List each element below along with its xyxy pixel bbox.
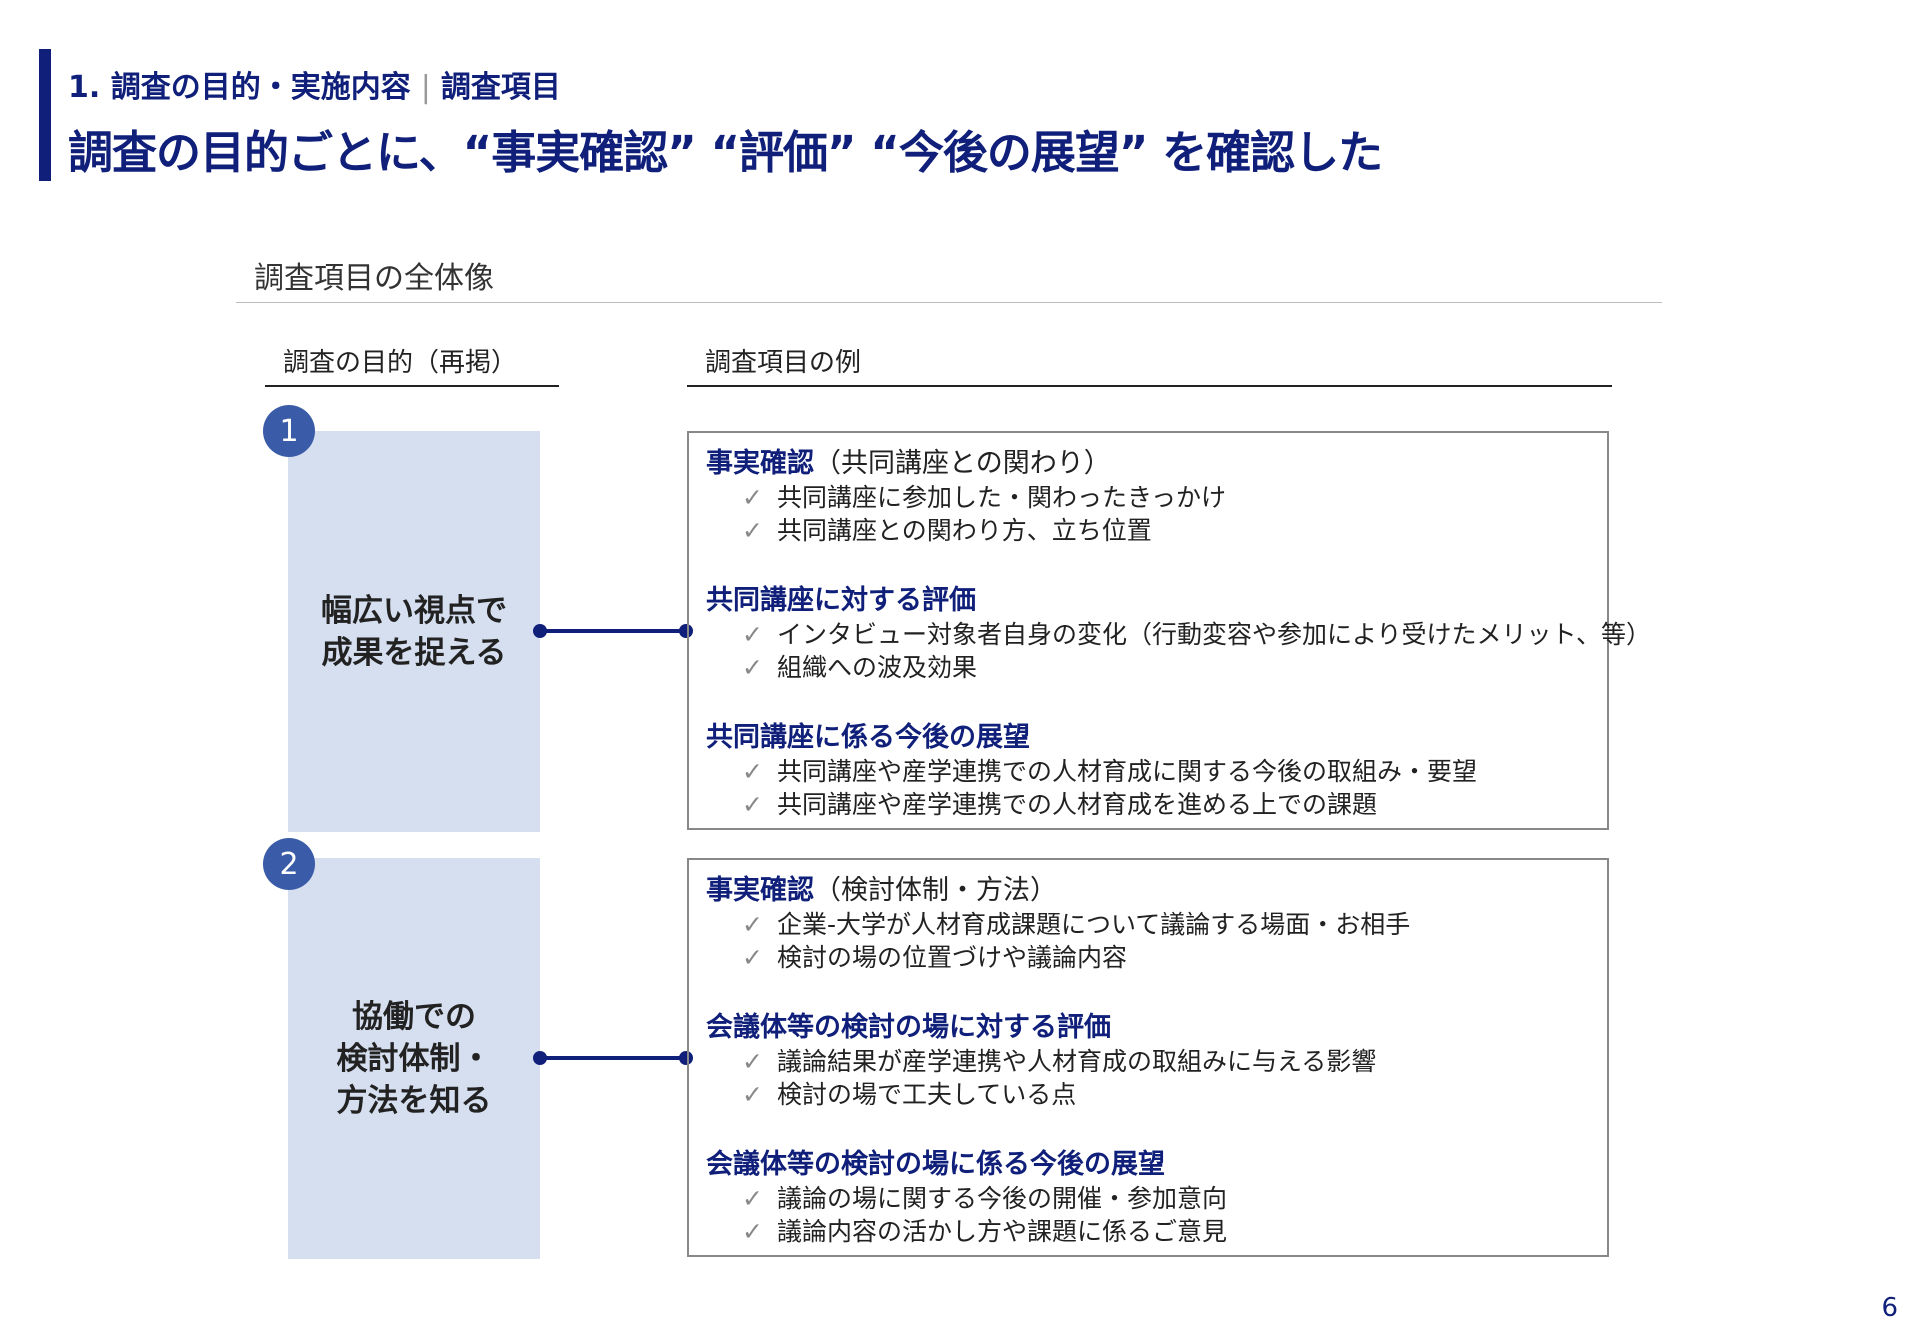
group-heading-text: 会議体等の検討の場に対する評価 xyxy=(706,1012,1111,1043)
purpose-label: 幅広い視点で 成果を捉える xyxy=(321,592,507,671)
page-title: 調査の目的ごとに、“事実確認” “評価” “今後の展望” を確認した xyxy=(68,126,1383,179)
group-heading: 事実確認（検討体制・方法） xyxy=(706,874,1607,908)
section-title: 調査項目の全体像 xyxy=(254,261,494,296)
check-icon: ✓ xyxy=(742,910,763,939)
check-icon: ✓ xyxy=(742,483,763,512)
list-item: ✓ 共同講座との関わり方、立ち位置 xyxy=(706,514,1607,547)
group-heading-text: 事実確認 xyxy=(706,448,814,479)
list-item: ✓ 検討の場の位置づけや議論内容 xyxy=(706,941,1607,974)
breadcrumb: 1. 調査の目的・実施内容 | 調査項目 xyxy=(68,62,561,106)
group-heading: 会議体等の検討の場に係る今後の展望 xyxy=(706,1148,1607,1182)
item-group: 共同講座に対する評価 ✓ インタビュー対象者自身の変化（行動変容や参加により受けたメ… xyxy=(706,584,1651,684)
connector-dot xyxy=(533,1051,547,1065)
list-item-text: 検討の場の位置づけや議論内容 xyxy=(776,943,1127,972)
list-item: ✓ 共同講座や産学連携での人材育成に関する今後の取組み・要望 xyxy=(706,755,1607,788)
connector-line xyxy=(540,1056,686,1060)
breadcrumb-separator: | xyxy=(420,70,431,105)
list-item-text: 議論内容の活かし方や課題に係るご意見 xyxy=(776,1217,1227,1246)
check-icon: ✓ xyxy=(742,790,763,819)
item-group: 事実確認（検討体制・方法）✓企業-大学が人材育成課題について議論する場面・お相手… xyxy=(706,874,1607,974)
purpose-number-badge: 1 xyxy=(263,405,315,457)
list-item-text: 組織への波及効果 xyxy=(776,653,977,682)
check-icon: ✓ xyxy=(742,1184,763,1213)
check-icon: ✓ xyxy=(742,1080,763,1109)
group-heading-text: 会議体等の検討の場に係る今後の展望 xyxy=(706,1149,1165,1180)
list-item-text: インタビュー対象者自身の変化（行動変容や参加により受けたメリット、等） xyxy=(776,620,1651,649)
connector-dot xyxy=(679,624,693,638)
column-header-items: 調査項目の例 xyxy=(705,348,862,378)
column-header-purpose: 調査の目的（再掲） xyxy=(283,348,518,378)
purpose-number-badge: 2 xyxy=(263,838,315,890)
item-group: 事実確認（共同講座との関わり）✓共同講座に参加した・関わったきっかけ✓共同講座と… xyxy=(706,447,1607,547)
column-underline-purpose xyxy=(265,385,559,387)
check-icon: ✓ xyxy=(742,757,763,786)
check-icon: ✓ xyxy=(742,653,763,682)
list-item: ✓ 組織への波及効果 xyxy=(706,651,1607,684)
list-item: ✓ インタビュー対象者自身の変化（行動変容や参加により受けたメリット、等） xyxy=(706,618,1651,651)
check-icon: ✓ xyxy=(742,620,763,649)
purpose-label: 協働での 検討体制・ 方法を知る xyxy=(336,998,492,1119)
list-item: ✓ 議論の場に関する今後の開催・参加意向 xyxy=(706,1182,1607,1215)
list-item: ✓ 企業-大学が人材育成課題について議論する場面・お相手 xyxy=(706,908,1607,941)
item-group: 共同講座に係る今後の展望 ✓ 共同講座や産学連携での人材育成に関する今後の取組み・要… xyxy=(706,721,1607,821)
list-item-text: 議論の場に関する今後の開催・参加意向 xyxy=(776,1184,1227,1213)
check-icon: ✓ xyxy=(742,1047,763,1076)
group-heading: 共同講座に係る今後の展望 xyxy=(706,721,1607,755)
check-icon: ✓ xyxy=(742,516,763,545)
list-item-text: 検討の場で工夫している点 xyxy=(776,1080,1077,1109)
list-item-text: 共同講座や産学連携での人材育成に関する今後の取組み・要望 xyxy=(776,757,1477,786)
group-heading-note: （検討体制・方法） xyxy=(814,875,1057,906)
group-heading-text: 共同講座に係る今後の展望 xyxy=(706,722,1030,753)
list-item: ✓ 議論結果が産学連携や人材育成の取組みに与える影響 xyxy=(706,1045,1607,1078)
list-item-text: 共同講座や産学連携での人材育成を進める上での課題 xyxy=(776,790,1377,819)
check-icon: ✓ xyxy=(742,943,763,972)
column-underline-items xyxy=(687,385,1612,387)
list-item-text: 共同講座に参加した・関わったきっかけ xyxy=(776,483,1226,512)
list-item-text: 共同講座との関わり方、立ち位置 xyxy=(776,516,1152,545)
purpose-panel: 協働での 検討体制・ 方法を知る xyxy=(288,858,540,1259)
connector-dot xyxy=(679,1051,693,1065)
group-heading-text: 共同講座に対する評価 xyxy=(706,585,976,616)
connector-line xyxy=(540,629,686,633)
list-item-text: 企業-大学が人材育成課題について議論する場面・お相手 xyxy=(776,910,1411,939)
breadcrumb-section: 1. 調査の目的・実施内容 xyxy=(68,70,411,105)
group-heading-text: 事実確認 xyxy=(706,875,814,906)
group-heading: 会議体等の検討の場に対する評価 xyxy=(706,1011,1607,1045)
breadcrumb-page: 調査項目 xyxy=(440,70,561,105)
survey-items-box: 事実確認（共同講座との関わり）✓共同講座に参加した・関わったきっかけ✓共同講座と… xyxy=(687,431,1651,830)
survey-items-box: 事実確認（検討体制・方法）✓企業-大学が人材育成課題について議論する場面・お相手… xyxy=(687,858,1609,1257)
accent-bar xyxy=(39,49,51,181)
check-icon: ✓ xyxy=(742,1217,763,1246)
list-item-text: 議論結果が産学連携や人材育成の取組みに与える影響 xyxy=(776,1047,1377,1076)
list-item: ✓ 共同講座や産学連携での人材育成を進める上での課題 xyxy=(706,788,1607,821)
list-item: ✓ 検討の場で工夫している点 xyxy=(706,1078,1607,1111)
section-divider xyxy=(236,302,1662,303)
page-number: 6 xyxy=(1881,1293,1898,1323)
item-group: 会議体等の検討の場に係る今後の展望 ✓ 議論の場に関する今後の開催・参加意向 ✓ 議論内… xyxy=(706,1148,1607,1248)
connector-dot xyxy=(533,624,547,638)
group-heading: 事実確認（共同講座との関わり） xyxy=(706,447,1607,481)
list-item: ✓ 共同講座に参加した・関わったきっかけ xyxy=(706,481,1607,514)
list-item: ✓ 議論内容の活かし方や課題に係るご意見 xyxy=(706,1215,1607,1248)
purpose-panel: 幅広い視点で 成果を捉える xyxy=(288,431,540,832)
group-heading: 共同講座に対する評価 xyxy=(706,584,1607,618)
group-heading-note: （共同講座との関わり） xyxy=(814,448,1111,479)
item-group: 会議体等の検討の場に対する評価 ✓ 議論結果が産学連携や人材育成の取組みに与える影響… xyxy=(706,1011,1607,1111)
